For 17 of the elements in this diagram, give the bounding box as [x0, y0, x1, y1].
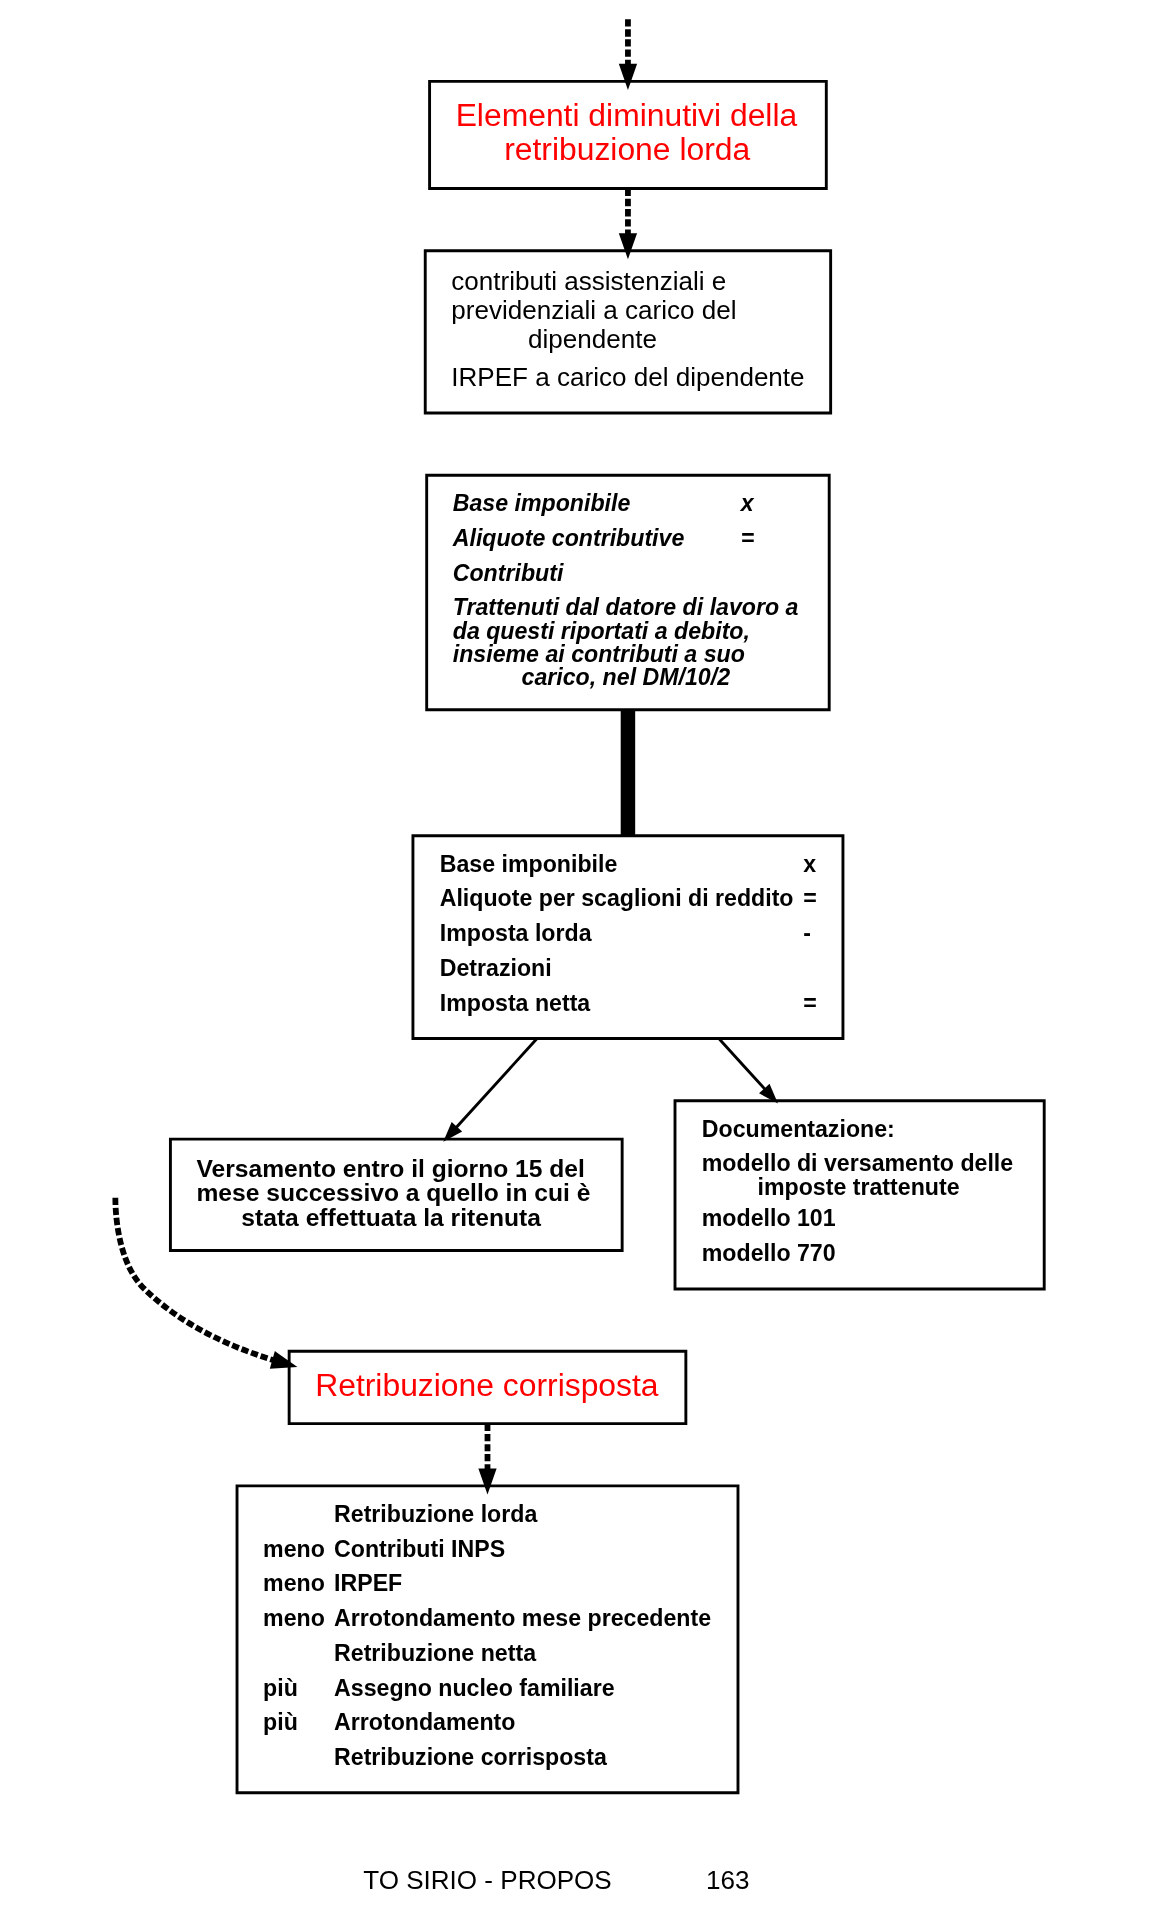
label: TO SIRIO - PROPOS: [363, 1864, 612, 1895]
label: 163: [706, 1864, 750, 1895]
node-box: Retribuzione corrisposta: [287, 1349, 688, 1426]
arrow: [618, 188, 638, 260]
node-box: contributi assistenziali e previdenziali a carico del dipendente IRPEF a carico del dipendente: [423, 249, 833, 415]
node-box: Base imponibile x Aliquote per scaglioni di reddito = Imposta lorda - Detrazioni Imposta netta =: [411, 834, 845, 1040]
arrow: [478, 1424, 497, 1495]
node-box: Elementi diminutivi della retribuzione lorda: [428, 79, 828, 190]
node-box: Versamento entro il giorno 15 del mese successivo a quello in cui è stata effettuata la ritenuta: [168, 1137, 624, 1252]
arrow: [443, 1037, 539, 1142]
arrow: [112, 1197, 298, 1369]
node-box: Retribuzione lorda meno Contributi INPS meno IRPEF meno Arrotondamento mese precedente Retribuzione netta più Assegno nucleo familiare più Arrotondamento Retribuzione corrisposta: [235, 1484, 740, 1795]
connector: [620, 710, 636, 836]
arrow: [618, 19, 638, 90]
arrow: [717, 1037, 778, 1104]
node-box: Base imponibile x Aliquote contributive = Contributi Trattenuti dal datore di lavoro a da questi riportati a debito, insieme ai contributi a suo carico, nel DM/10/2: [425, 473, 831, 712]
node-box: Documentazione: modello di versamento delle imposte trattenute modello 101 modello 770: [673, 1099, 1046, 1291]
